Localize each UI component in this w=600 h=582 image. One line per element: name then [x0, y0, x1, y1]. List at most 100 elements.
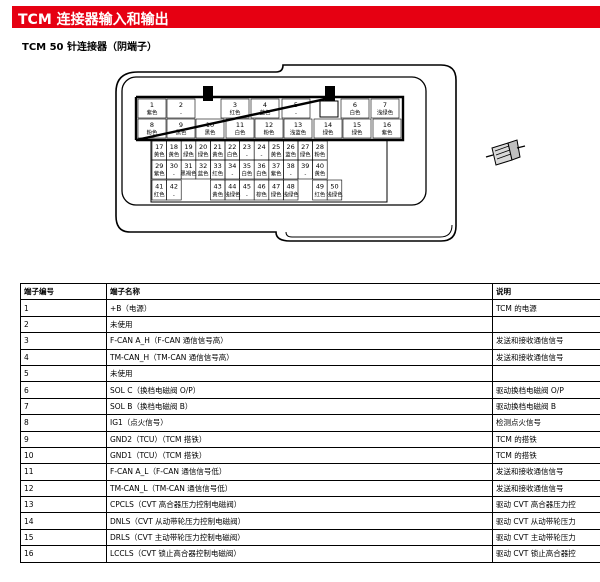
pin-number: 1	[150, 101, 154, 109]
pin-cell	[137, 118, 167, 139]
pin-wire-color: 白色	[256, 170, 267, 178]
pin-number: 4	[263, 101, 267, 109]
pin-number: 21	[214, 143, 222, 151]
pin-wire-color: -	[290, 172, 292, 178]
pin-wire-color: 绿色	[183, 151, 194, 159]
column-header: 端子名称	[106, 282, 493, 301]
pin-number-cell: 9	[20, 430, 107, 448]
pin-wire-color: 黑色	[205, 129, 216, 137]
pin-number: 28	[316, 143, 324, 151]
pin-name-cell: +B（电源）	[106, 299, 493, 317]
pin-cell	[340, 98, 370, 119]
pin-number: 44	[228, 182, 236, 190]
lock-tab-right	[325, 86, 335, 101]
pin-number: 17	[155, 143, 163, 151]
pin-wire-color: 绿色	[352, 129, 363, 137]
pin-number-cell: 13	[20, 496, 107, 514]
pin-cell	[220, 98, 250, 119]
pin-wire-color: 红色	[154, 190, 165, 198]
pin-name-cell: TM-CAN_L（TM-CAN 通信信号低）	[106, 479, 493, 498]
pin-wire-color: 黑色	[176, 129, 187, 137]
pin-number: 48	[287, 182, 295, 190]
pin-wire-color: 红色	[315, 190, 326, 198]
pin-cell	[195, 118, 225, 139]
pin-number: 39	[301, 162, 309, 170]
pin-cell	[342, 118, 372, 139]
pin-number: 19	[184, 143, 192, 151]
description-cell	[492, 364, 600, 383]
pin-wire-color: 黄色	[154, 151, 165, 159]
pin-number: 49	[316, 182, 324, 190]
pin-wire-color: 浅蓝色	[290, 129, 307, 137]
pin-wire-color: 紫色	[154, 170, 165, 178]
pin-number: 27	[301, 143, 309, 151]
description-cell: 驱动 CVT 主动带轮压力	[492, 528, 600, 547]
key-notch	[319, 100, 339, 118]
pin-cell	[370, 98, 400, 119]
pin-wire-color: 浅绿色	[377, 109, 394, 117]
pin-number: 11	[236, 121, 244, 129]
pin-name-cell: TM-CAN_H（TM-CAN 通信信号高）	[106, 348, 493, 366]
pin-wire-color: -	[261, 153, 263, 159]
upper-pin-frame	[134, 95, 405, 142]
description-cell: 驱动换档电磁阀 B	[492, 397, 600, 416]
pin-wire-color: 蓝色	[198, 170, 209, 178]
pin-wire-color: 白色	[242, 170, 253, 178]
description-cell	[492, 315, 600, 334]
pin-name-cell: SOL B（换档电磁阀 B）	[106, 397, 493, 416]
pin-name-cell: F-CAN A_L（F-CAN 通信信号低）	[106, 463, 493, 481]
pin-name-cell: F-CAN A_H（F-CAN 通信信号高）	[106, 332, 493, 350]
pin-number: 42	[170, 182, 178, 190]
pin-name-cell: 未使用	[106, 364, 493, 383]
pin-number-cell: 14	[20, 512, 107, 530]
pin-cell	[225, 118, 255, 139]
housing-inner-edge	[285, 224, 453, 238]
pin-wire-color: 紫色	[147, 109, 158, 117]
pin-number: 16	[383, 121, 391, 129]
pin-number: 5	[294, 101, 298, 109]
pin-name-cell: IG1（点火信号）	[106, 414, 493, 432]
pin-name-cell: GND2（TCU）（TCM 搭铁）	[106, 430, 493, 448]
lock-tab-left	[203, 86, 213, 101]
pin-wire-color: 蓝色	[260, 109, 271, 117]
pin-wire-color: 棕色	[256, 190, 267, 198]
pin-number: 6	[353, 101, 357, 109]
pin-number-cell: 5	[20, 364, 107, 383]
pin-wire-color: 黑褐色	[180, 170, 197, 178]
pin-number: 8	[150, 121, 154, 129]
pin-wire-color: 白色	[227, 151, 238, 159]
pin-cell	[312, 159, 328, 180]
pin-number-cell: 6	[20, 381, 107, 399]
pin-wire-color: 红色	[230, 109, 241, 117]
pin-wire-color: 紫色	[382, 129, 393, 137]
pin-number: 31	[184, 162, 192, 170]
pin-number: 18	[170, 143, 178, 151]
pin-number: 36	[257, 162, 265, 170]
pin-wire-color: 浅绿色	[326, 190, 343, 198]
pin-number-cell: 10	[20, 446, 107, 465]
pin-wire-color: 绿色	[198, 151, 209, 159]
pin-wire-color: 绿色	[271, 190, 282, 198]
pin-name-cell: GND1（TCU）（TCM 搭铁）	[106, 446, 493, 465]
description-cell: 驱动 CVT 锁止高合器控	[492, 545, 600, 563]
pin-number: 40	[316, 162, 324, 170]
pin-number: 10	[206, 121, 214, 129]
pin-wire-color: 绿色	[300, 151, 311, 159]
pin-wire-color: 绿色	[323, 129, 334, 137]
pin-wire-color: -	[295, 111, 297, 117]
pin-number: 38	[287, 162, 295, 170]
description-cell: TCM 的电源	[492, 299, 600, 317]
pin-cell	[254, 118, 284, 139]
pin-number-cell: 12	[20, 479, 107, 498]
pin-wire-color: 黄色	[271, 151, 282, 159]
description-cell: TCM 的搭铁	[492, 430, 600, 448]
